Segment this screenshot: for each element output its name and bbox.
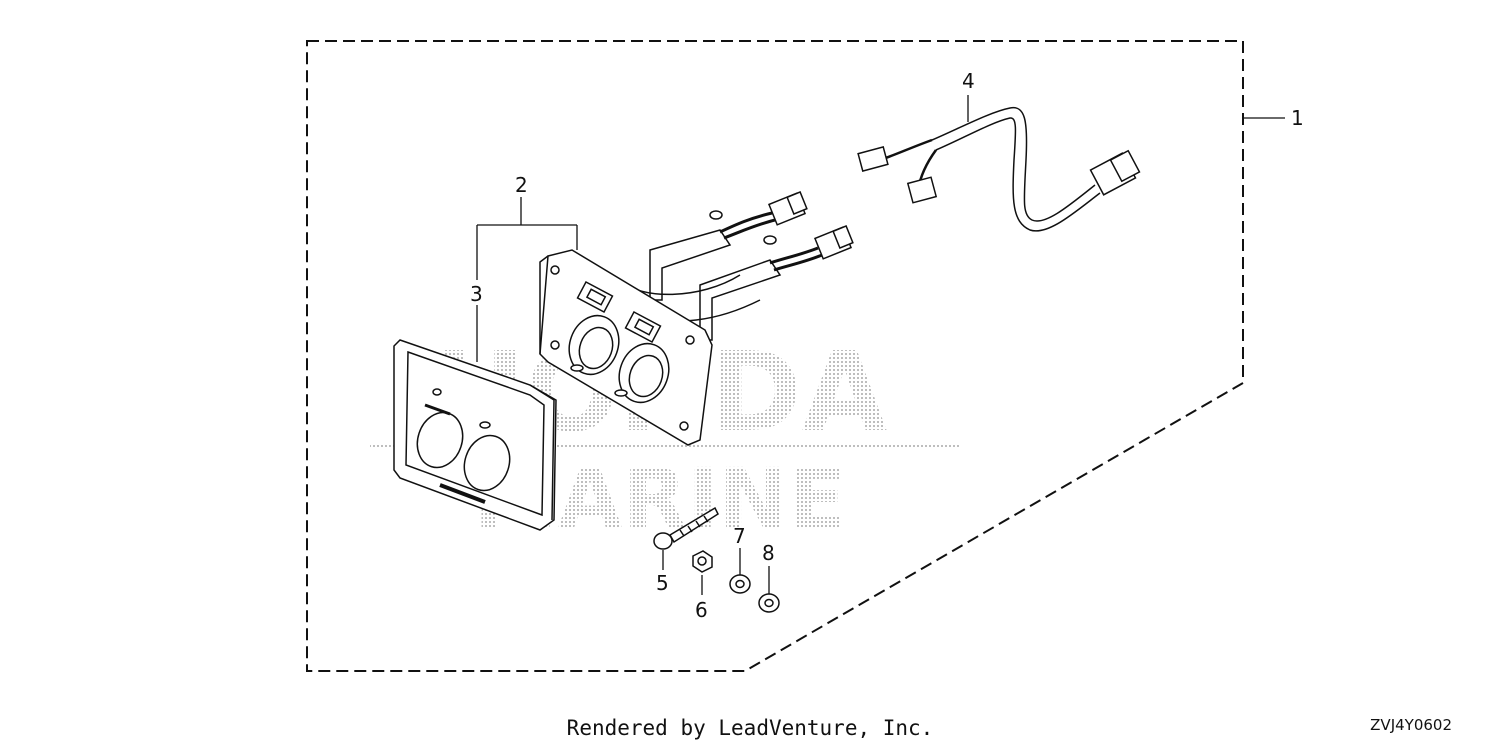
kit-boundary xyxy=(306,40,1244,672)
callout-5: 5 xyxy=(656,571,669,595)
callout-6: 6 xyxy=(695,598,708,622)
part-6-nut[interactable] xyxy=(692,550,713,573)
footer-credit: Rendered by LeadVenture, Inc. xyxy=(566,716,934,740)
part-4-wire-harness[interactable] xyxy=(857,106,1141,232)
callout-4: 4 xyxy=(962,69,975,93)
diagram-code: ZVJ4Y0602 xyxy=(1370,716,1452,734)
part-2-socket-panel[interactable] xyxy=(539,191,854,446)
part-5-screw[interactable] xyxy=(653,506,719,550)
part-3-bezel-cover[interactable] xyxy=(393,339,557,531)
part-8-washer[interactable] xyxy=(758,593,780,613)
callout-1: 1 xyxy=(1291,106,1304,130)
part-7-washer[interactable] xyxy=(729,574,751,594)
callout-7: 7 xyxy=(733,524,746,548)
callout-2: 2 xyxy=(515,173,528,197)
callout-3: 3 xyxy=(470,282,483,306)
callout-8: 8 xyxy=(762,541,775,565)
leader-lines xyxy=(476,95,1285,595)
